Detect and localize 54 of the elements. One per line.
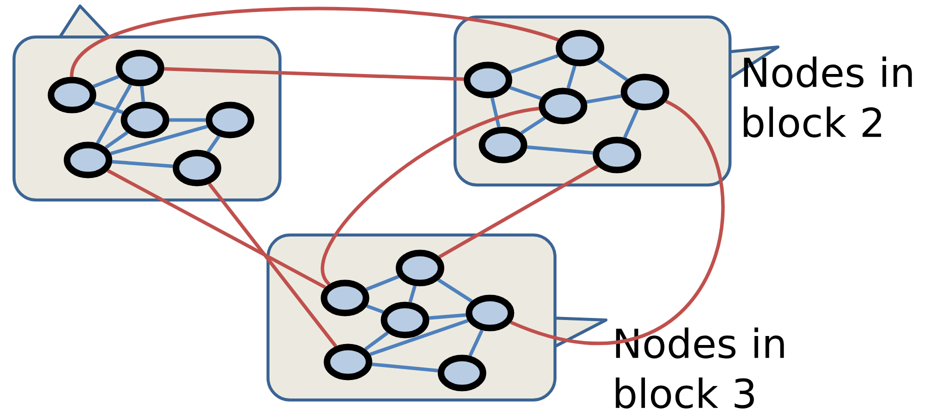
graph-node [48,76,96,114]
graph-node [592,136,642,174]
connector-line [520,116,546,135]
connector-line [438,164,599,258]
connector-line [110,124,208,156]
graph-node [466,294,514,332]
callout-text: Nodes in block 3 [616,328,784,408]
connector-line [366,304,384,314]
connector-line [490,98,501,128]
connector-line [438,278,473,303]
connector-curve [510,100,724,345]
connector-line [94,100,124,114]
connector-line [164,67,464,81]
connector-line [106,169,326,289]
connector-line [586,94,622,104]
connector-line [208,182,338,348]
connector-line [509,54,559,74]
graph-node [478,126,528,164]
connector-line [206,135,220,153]
connector-line [104,131,128,149]
graph-node [64,142,112,178]
graph-node [380,302,430,338]
graph-node [172,150,222,186]
connector-line [468,329,484,357]
graph-node [324,344,372,380]
graph-node [538,88,588,124]
connector-line [169,118,206,122]
graph-node [120,102,170,138]
connector-line [428,313,466,320]
graph-node [320,280,370,316]
connector-line [372,362,438,372]
graph-node [206,102,254,138]
connector-curve [70,6,559,78]
connector-line [92,74,120,88]
connector-line [96,84,132,144]
connector-line [112,160,173,168]
connector-line [597,58,628,82]
connector-line [369,318,469,356]
graph-node [464,62,512,98]
connector-line [366,274,400,292]
connector-line [509,86,542,100]
graph-node [620,74,670,110]
graph-node [438,354,486,392]
graph-node [396,250,444,286]
graph-node [116,50,164,86]
connector-line [566,65,576,89]
connector-curve [321,106,540,286]
connector-line [623,108,639,138]
connector-line [526,145,594,155]
connector-line [408,285,417,303]
graph-node [556,30,604,66]
connector-line [140,86,145,102]
connector-line [364,331,389,351]
callout-text: Nodes in block 2 [744,56,912,138]
